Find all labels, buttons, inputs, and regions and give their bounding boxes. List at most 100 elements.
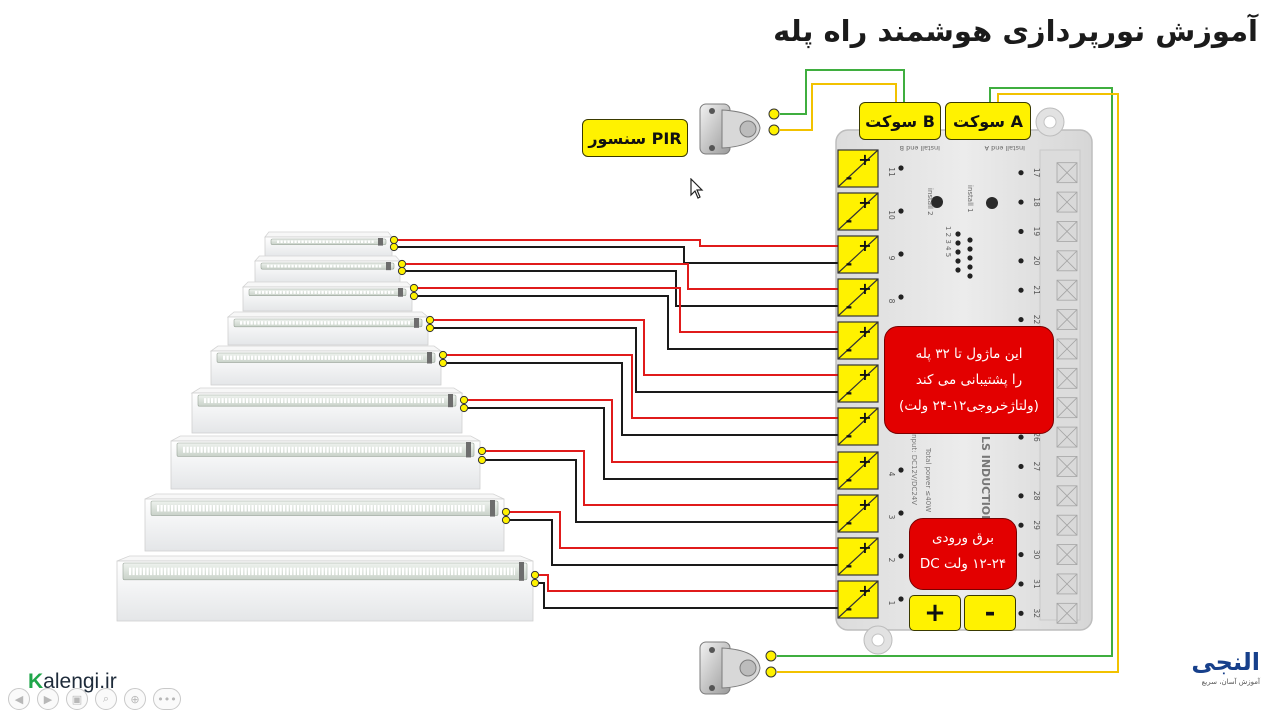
channel-number-right: 22	[1032, 315, 1041, 325]
wire-negative	[418, 295, 838, 350]
terminal-minus: -	[846, 599, 853, 618]
terminal-pair: +-	[837, 149, 879, 188]
module-print-total-power: Total power ≤40W	[924, 447, 932, 512]
power-input-note: برق ورودی ۱۲-۲۴ ولت DC	[909, 518, 1017, 590]
terminal-pair: +-	[837, 321, 879, 360]
wire-negative	[398, 246, 838, 264]
channel-led-left	[898, 510, 904, 516]
terminal-pair: +-	[837, 407, 879, 446]
terminal-divider	[837, 149, 879, 188]
wire-negative	[510, 519, 838, 566]
terminal-block-right: 17181920212223242526272829303132	[1018, 162, 1078, 624]
led-strip-end-cap	[448, 394, 453, 408]
wire-negative	[468, 407, 838, 480]
channel-led-right	[1018, 463, 1024, 470]
terminal-plus: +	[858, 538, 871, 557]
dip-led	[967, 273, 973, 279]
right-terminal-x2	[1056, 368, 1078, 389]
strip-connector-minus	[477, 455, 487, 465]
next-slide-button[interactable]: ▶	[37, 688, 59, 710]
channel-number-right: 30	[1032, 550, 1041, 560]
pen-button[interactable]: ⊕	[124, 688, 146, 710]
wire-positive	[486, 450, 838, 506]
channel-led-left	[898, 165, 904, 171]
channel-number-right: 31	[1032, 579, 1041, 589]
channel-number-left: 11	[887, 167, 896, 177]
more-options-button[interactable]: •••	[153, 688, 181, 710]
right-terminal-x2	[1056, 603, 1078, 624]
channel-led-right	[1018, 551, 1024, 558]
channel-number-right: 21	[1032, 285, 1041, 295]
channel-led-right	[1018, 228, 1024, 235]
channel-led-right	[1018, 287, 1024, 293]
led-strip-end-cap	[378, 238, 383, 246]
channel-led-right	[1018, 316, 1024, 323]
terminal-plus: +	[858, 150, 871, 169]
terminal-plus: +	[858, 495, 871, 514]
channel-number-left: 4	[887, 472, 896, 477]
wire-positive	[468, 399, 838, 463]
module-capacity-note: این ماژول تا ۳۲ پله را پشتیبانی می کند (…	[884, 326, 1054, 434]
kalengi-logo-k: K	[28, 670, 44, 693]
terminal-minus: -	[846, 426, 853, 445]
right-terminal-x2	[1056, 514, 1078, 536]
stair-tread	[209, 345, 443, 352]
strip-connector-minus	[459, 403, 469, 413]
module-print-install-1: install 1	[966, 185, 974, 213]
right-terminal-x2	[1056, 250, 1078, 272]
terminal-minus: -	[846, 556, 853, 575]
terminal-pair: +-	[837, 235, 879, 274]
stair-tread	[264, 231, 393, 238]
wire-negative	[486, 459, 838, 523]
channel-led-right	[1018, 522, 1024, 528]
wire-positive	[510, 511, 838, 549]
power-minus-terminal: -	[964, 595, 1016, 631]
module-print-vertical: LS INDUCTION	[979, 436, 992, 524]
wire-negative	[434, 327, 838, 393]
channel-number-right: 20	[1032, 256, 1041, 266]
stair-tread	[242, 281, 413, 288]
led-strip	[248, 288, 407, 297]
strip-connector-plus	[409, 283, 419, 293]
sensor-top-connector-2	[768, 124, 780, 136]
terminal-pair: +-	[837, 278, 879, 317]
stair-step	[190, 387, 464, 434]
previous-slide-button[interactable]: ◀	[8, 688, 30, 710]
strip-connector-plus	[459, 395, 469, 405]
power-note-line-1: برق ورودی	[931, 530, 995, 546]
terminal-divider	[837, 407, 879, 446]
strip-connector-plus	[425, 315, 435, 325]
strip-connector-plus	[477, 446, 487, 456]
strip-connector-minus	[530, 578, 540, 588]
alenji-logo-name: النجی	[1191, 648, 1260, 676]
wire-positive	[398, 239, 838, 247]
pir-sensor-bottom	[699, 641, 761, 695]
channel-number-right: 17	[1032, 168, 1041, 178]
terminal-pair: +-	[837, 494, 879, 533]
wire-positive	[539, 574, 838, 592]
slides-overview-button[interactable]: ▣	[66, 688, 88, 710]
strip-connector-plus	[389, 235, 399, 245]
strip-connector-plus	[438, 350, 448, 360]
kalengi-logo-text: alengi.ir	[43, 670, 117, 693]
strip-connector-minus	[397, 266, 407, 276]
zoom-button[interactable]: ⌕	[95, 688, 117, 710]
wire-positive	[447, 354, 838, 419]
module-print-input: Input: DC12V/DC24V	[910, 432, 918, 505]
dip-led	[955, 249, 961, 255]
strip-wires	[389, 235, 838, 609]
terminal-block-left: +-+-+-+-+-+-+-+-+-+-+-	[837, 149, 879, 619]
stair-step	[254, 255, 401, 284]
terminal-plus: +	[858, 236, 871, 255]
stair-tread	[226, 311, 430, 318]
dip-led	[955, 240, 961, 246]
stair-tread	[170, 435, 481, 442]
channel-number-left: 9	[887, 256, 896, 261]
right-terminal-x2	[1056, 221, 1078, 242]
dip-led	[955, 267, 961, 273]
stair-step	[144, 493, 505, 552]
channel-led-right	[1018, 258, 1024, 264]
terminal-minus: -	[846, 513, 853, 532]
sensor-bottom-connector-1	[765, 650, 777, 662]
